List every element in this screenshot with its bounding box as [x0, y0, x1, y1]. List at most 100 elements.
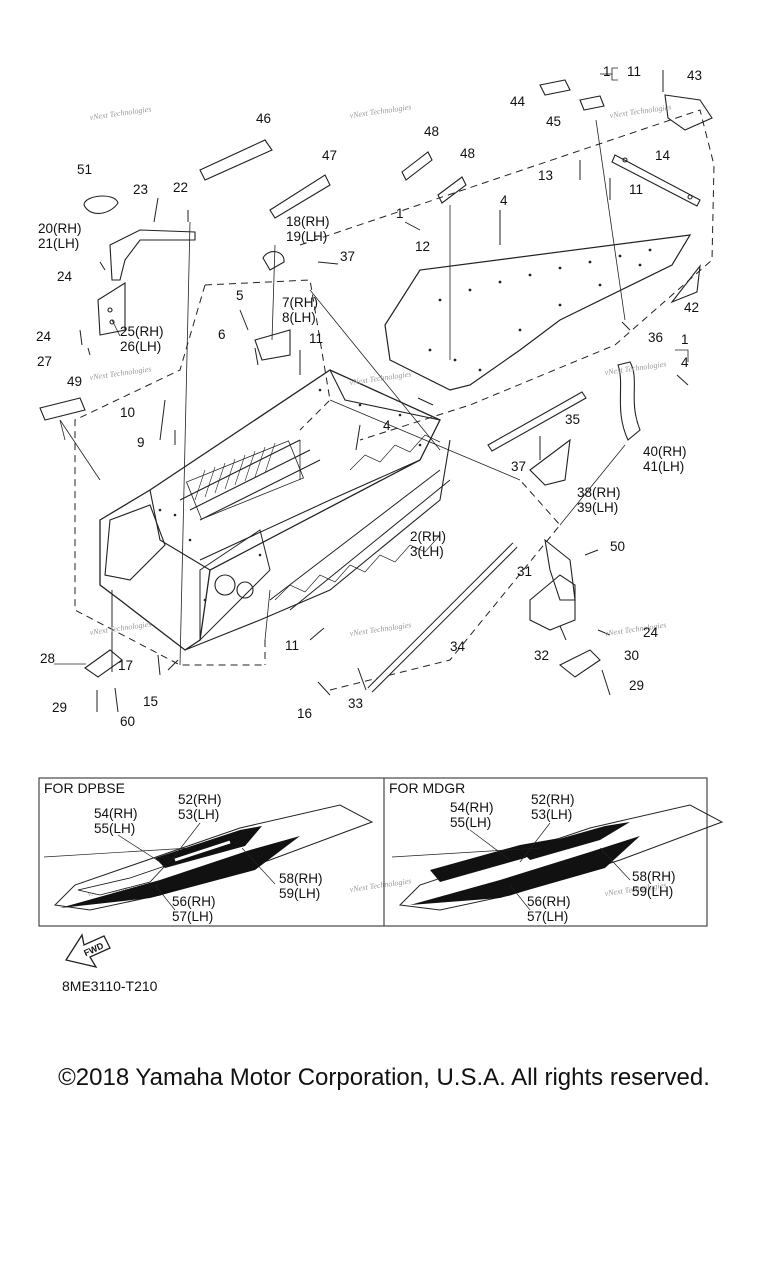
bracket-14 — [611, 154, 701, 207]
decal-insets: FOR DPBSE54(RH)55(LH)52(RH)53(LH)58(RH)5… — [38, 777, 724, 927]
watermark-text: vNext Technologies — [604, 359, 667, 377]
pad-48a — [401, 151, 433, 181]
part-label: 18(RH) — [286, 214, 330, 229]
inset-mdgr-graphic — [391, 804, 724, 911]
part-label: 24 — [643, 625, 659, 640]
part-label: 6 — [218, 327, 226, 342]
part-label: 4 — [500, 193, 508, 208]
part-label: 43 — [687, 68, 702, 83]
diagram-code: 8ME3110-T210 — [62, 978, 158, 994]
part-label: 31 — [517, 564, 532, 579]
inset-part-label: 59(LH) — [279, 886, 320, 901]
part-label: 11 — [629, 182, 643, 197]
inset-part-label: 58(RH) — [632, 869, 676, 884]
part-label: 42 — [684, 300, 699, 315]
part-label: 2(RH) — [410, 529, 446, 544]
copyright-notice: ©2018 Yamaha Motor Corporation, U.S.A. A… — [58, 1064, 710, 1091]
part-label: 20(RH) — [38, 221, 82, 236]
part-label: 29 — [52, 700, 67, 715]
part-label: 8(LH) — [282, 310, 316, 325]
part-label: 10 — [120, 405, 135, 420]
part-label: 14 — [655, 148, 671, 163]
part-label: 9 — [137, 435, 145, 450]
part-label: 4 — [383, 418, 391, 433]
bracket-38 — [529, 438, 571, 486]
part-label: 37 — [340, 249, 355, 264]
inset-part-label: 54(RH) — [450, 800, 494, 815]
watermark-text: vNext Technologies — [349, 369, 412, 387]
part-label: 51 — [77, 162, 92, 177]
part-label: 28 — [40, 651, 55, 666]
part-label: 27 — [37, 354, 52, 369]
part-label: 19(LH) — [286, 229, 327, 244]
inset-title: FOR MDGR — [389, 780, 465, 796]
part-label: 50 — [610, 539, 625, 554]
part-label: 12 — [415, 239, 430, 254]
part-label: 25(RH) — [120, 324, 164, 339]
part-18 — [262, 251, 285, 271]
part-label: 1 — [603, 64, 611, 79]
fwd-arrow-icon: FWD — [64, 933, 111, 968]
pad-49 — [39, 397, 86, 421]
footrest-31 — [529, 574, 576, 631]
tube-40 — [617, 361, 641, 441]
inset-part-label: 57(LH) — [172, 909, 213, 924]
part-42 — [670, 264, 701, 304]
part-label: 46 — [256, 111, 271, 126]
fasteners — [79, 70, 689, 713]
part-label: 32 — [534, 648, 549, 663]
inset-part-label: 55(LH) — [94, 821, 135, 836]
part-label: 48 — [424, 124, 439, 139]
inset-part-label: 59(LH) — [632, 884, 673, 899]
part-label: 1 — [681, 332, 689, 347]
part-label: 13 — [538, 168, 553, 183]
inset-dpbse-graphic — [43, 804, 374, 911]
part-label: 16 — [297, 706, 312, 721]
part-label: 34 — [450, 639, 466, 654]
inset-part-label: 54(RH) — [94, 806, 138, 821]
part-label: 49 — [67, 374, 82, 389]
part-label: 29 — [629, 678, 644, 693]
part-label: 11 — [285, 638, 299, 653]
part-label: 4 — [681, 355, 689, 370]
inset-title: FOR DPBSE — [44, 780, 125, 796]
part-label: 45 — [546, 114, 561, 129]
part-43 — [664, 94, 713, 131]
watermark-text: vNext Technologies — [89, 364, 152, 382]
part-label: 40(RH) — [643, 444, 687, 459]
part-label: 39(LH) — [577, 500, 618, 515]
inset-part-label: 52(RH) — [531, 792, 575, 807]
part-label: 60 — [120, 714, 135, 729]
bracket-50 — [544, 538, 576, 601]
part-label: 41(LH) — [643, 459, 684, 474]
inset-part-label: 53(LH) — [531, 807, 572, 822]
inset-part-label: 58(RH) — [279, 871, 323, 886]
part-label: 33 — [348, 696, 363, 711]
part-label: 15 — [143, 694, 158, 709]
pad-48b — [437, 176, 467, 204]
pad-45 — [579, 95, 605, 111]
pad-51 — [83, 195, 119, 214]
inset-part-label: 57(LH) — [527, 909, 568, 924]
part-label: 30 — [624, 648, 639, 663]
watermark-text: vNext Technologies — [89, 104, 152, 122]
part-label: 24 — [57, 269, 73, 284]
part-label: 26(LH) — [120, 339, 161, 354]
group-outline-upper — [74, 109, 715, 691]
part-7 — [254, 329, 291, 361]
inset-part-label: 56(RH) — [527, 894, 571, 909]
inset-part-label: 53(LH) — [178, 807, 219, 822]
part-label: 21(LH) — [38, 236, 79, 251]
rail-35 — [487, 391, 587, 452]
part-label: 47 — [322, 148, 337, 163]
part-label: 48 — [460, 146, 475, 161]
part-label: 36 — [648, 330, 663, 345]
rear-panel-12 — [384, 234, 692, 391]
part-label: 11 — [309, 331, 323, 346]
pad-44 — [539, 79, 571, 96]
part-label: 7(RH) — [282, 295, 318, 310]
part-label: 1 — [396, 206, 404, 221]
part-label: 44 — [510, 94, 526, 109]
panel-holes — [428, 248, 652, 372]
